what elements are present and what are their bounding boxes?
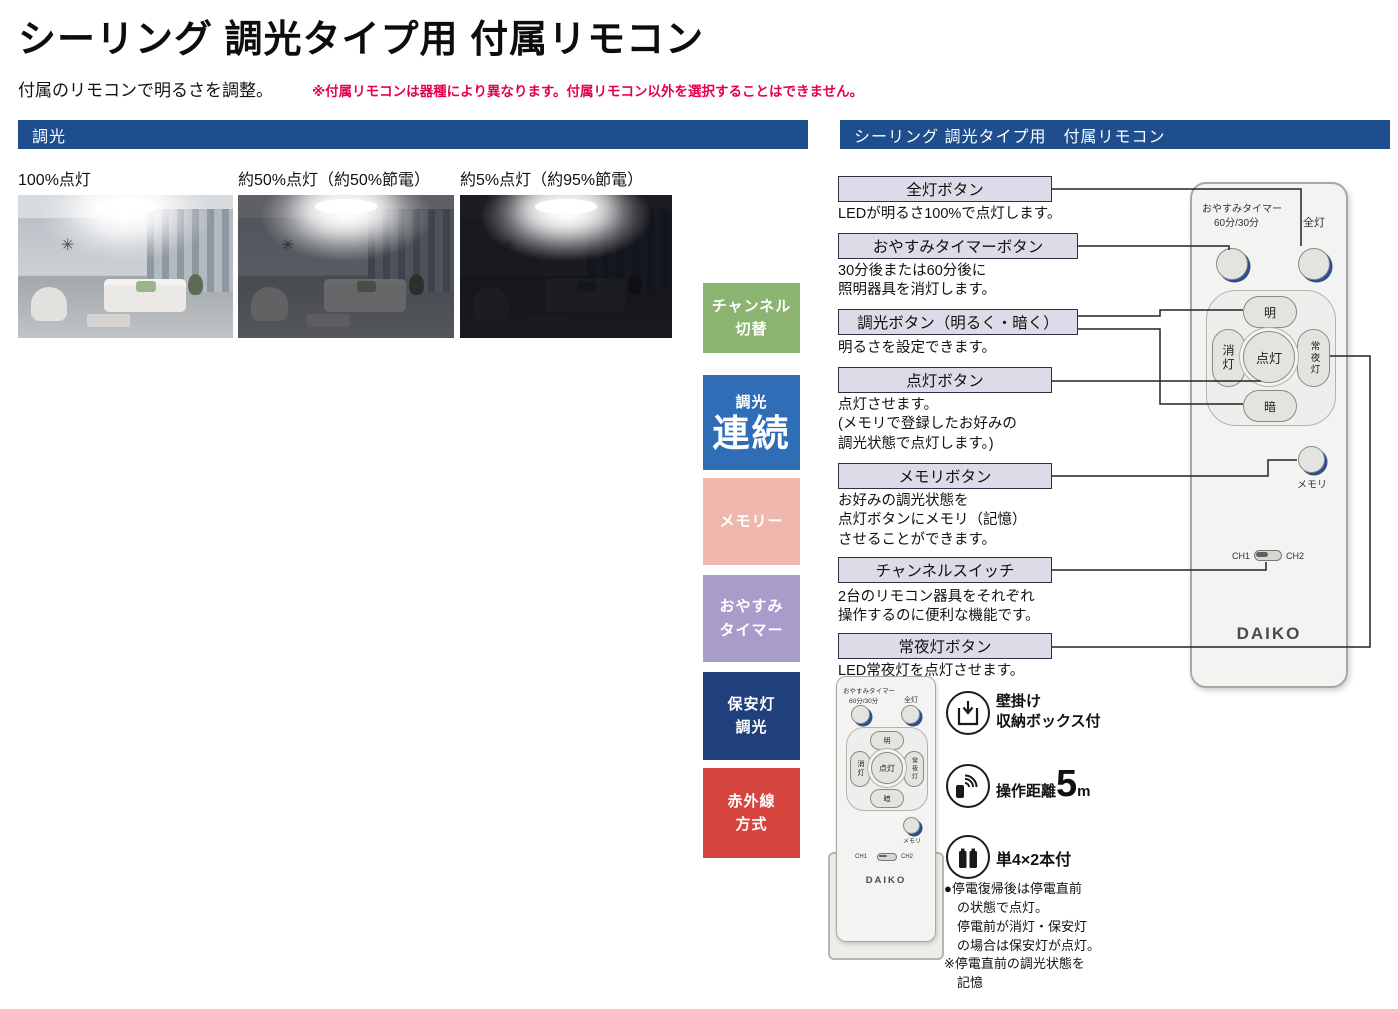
photo-label-50: 約50%点灯（約50%節電） [238, 172, 431, 189]
channel-switch [1254, 550, 1282, 561]
power-failure-note: ●停電復帰後は停電直前 の状態で点灯。 停電前が消灯・保安灯 の場合は保安灯が点… [944, 881, 1101, 991]
brand-logo: DAIKO [865, 875, 907, 886]
feature-desc-memory: お好みの調光状態を 点灯ボタンにメモリ（記憶） させることができます。 [838, 493, 1027, 548]
remote-illustration: おやすみタイマー 60分/30分 全灯 明 消灯 常夜灯 点灯 暗 メモリ CH… [1190, 182, 1348, 688]
battery-icon [946, 835, 990, 879]
bright-button: 明 [1243, 296, 1297, 328]
feature-desc-all-on: LEDが明るさ100%で点灯します。 [838, 206, 1062, 222]
remote-sleep-timer-label: おやすみタイマー [843, 688, 895, 695]
off-button: 消灯 [1212, 329, 1245, 387]
badge-memory: メモリー [703, 478, 800, 565]
signal-range-icon [946, 764, 990, 808]
badge-security-light: 保安灯 調光 [703, 672, 800, 760]
feature-label-all-on: 全灯ボタン [838, 176, 1052, 202]
on-button: 点灯 [1243, 331, 1295, 383]
ceiling-lamp [315, 199, 377, 214]
feature-desc-night-light: LED常夜灯を点灯させます。 [838, 663, 1025, 679]
operating-distance-label: 操作距離 5 m [996, 765, 1091, 803]
badge-line: メモリー [719, 512, 784, 530]
memory-button-label: メモリ [902, 839, 921, 845]
feature-label-sleep-timer: おやすみタイマーボタン [838, 233, 1078, 259]
feature-label-channel: チャンネルスイッチ [838, 557, 1052, 583]
memory-button-label: メモリ [1297, 480, 1327, 491]
channel-switch-knob [879, 855, 888, 857]
feature-desc-on-button: 点灯させます。 (メモリで登録したお好みの 調光状態で点灯します。) [838, 397, 1017, 452]
badge-line: チャンネル [711, 297, 792, 315]
remote-warning-note: ※付属リモコンは器種により異なります。付属リモコン以外を選択することはできません… [312, 84, 864, 99]
badge-infrared: 赤外線 方式 [703, 768, 800, 858]
remote-all-on-label: 全灯 [1303, 217, 1325, 229]
badge-line: 調光 [735, 393, 768, 411]
chair [30, 286, 68, 321]
wall-mount-icon [946, 691, 990, 735]
channel-switch-knob [1256, 552, 1268, 557]
badge-continuous-dimming: 調光 連続 [703, 375, 800, 470]
dark-button: 暗 [1243, 390, 1297, 422]
badge-line: タイマー [719, 621, 784, 639]
badge-line: 保安灯 [727, 695, 776, 713]
brand-logo: DAIKO [1236, 624, 1302, 643]
all-on-button [1298, 248, 1330, 280]
dimming-section-header: 調光 [18, 120, 808, 149]
page-title: シーリング 調光タイプ用 付属リモコン [18, 19, 705, 61]
ch2-label: CH2 [901, 854, 914, 860]
remote-section-header: シーリング 調光タイプ用 付属リモコン [840, 120, 1390, 149]
feature-label-on-button: 点灯ボタン [838, 367, 1052, 393]
badge-channel-switch: チャンネル 切替 [703, 283, 800, 353]
night-light-button: 常夜灯 [1297, 329, 1330, 387]
feature-desc-dimming: 明るさを設定できます。 [838, 340, 997, 356]
sleep-timer-button [851, 705, 870, 724]
bright-button: 明 [870, 731, 904, 750]
distance-prefix: 操作距離 [996, 783, 1057, 800]
remote-section-title: シーリング 調光タイプ用 付属リモコン [854, 128, 1166, 146]
badge-sleep-timer: おやすみ タイマー [703, 575, 800, 662]
distance-value: 5 [1056, 763, 1078, 805]
room-photo-100: ✳ [18, 195, 233, 338]
sleep-timer-button [1216, 248, 1248, 280]
intro-text: 付属のリモコンで明るさを調整。 [18, 81, 273, 100]
feature-label-memory: メモリボタン [838, 463, 1052, 489]
all-on-button [901, 705, 920, 724]
wall-mount-label: 壁掛け 収納ボックス付 [996, 693, 1101, 731]
badge-line: 赤外線 [727, 792, 776, 810]
feature-desc-channel: 2台のリモコン器具をそれぞれ 操作するのに便利な機能です。 [838, 589, 1040, 625]
coffee-table [86, 313, 130, 327]
ceiling-lamp [535, 199, 597, 214]
dimming-section-title: 調光 [32, 128, 67, 146]
channel-switch [877, 853, 897, 861]
ch2-label: CH2 [1286, 551, 1305, 561]
memory-button [1298, 446, 1325, 473]
badge-line: おやすみ [719, 598, 784, 616]
battery-label: 単4×2本付 [996, 852, 1072, 869]
photo-label-5: 約5%点灯（約95%節電） [460, 172, 644, 189]
plant [187, 273, 203, 296]
badge-line: 調光 [735, 719, 768, 736]
ch1-label: CH1 [1231, 551, 1250, 561]
feature-label-dimming: 調光ボタン（明るく・暗く） [838, 309, 1078, 335]
badge-main: 連続 [712, 412, 791, 454]
photo-label-100: 100%点灯 [18, 172, 91, 189]
feature-desc-sleep-timer: 30分後または60分後に 照明器具を消灯します。 [838, 263, 997, 299]
small-remote-illustration: おやすみタイマー 60分/30分 全灯 明 消灯 常夜灯 点灯 暗 メモリ CH… [836, 676, 936, 942]
remote-sleep-timer-label: おやすみタイマー [1202, 204, 1282, 215]
on-button: 点灯 [871, 752, 903, 784]
off-button: 消灯 [850, 751, 870, 787]
ceiling-lamp [94, 199, 157, 214]
memory-button [903, 817, 920, 834]
night-light-button: 常夜灯 [904, 751, 924, 787]
dark-button: 暗 [870, 789, 904, 808]
badge-line: 切替 [735, 321, 768, 338]
ch1-label: CH1 [855, 854, 868, 860]
room-photo-5: ✳ [460, 195, 672, 338]
cushion [136, 280, 156, 293]
badge-line: 方式 [735, 816, 768, 833]
distance-unit: m [1077, 783, 1091, 800]
room-photo-50: ✳ [238, 195, 454, 338]
feature-label-night-light: 常夜灯ボタン [838, 633, 1052, 659]
remote-sleep-duration-label: 60分/30分 [1214, 218, 1260, 229]
remote-sleep-duration-label: 60分/30分 [849, 698, 879, 705]
remote-all-on-label: 全灯 [904, 697, 918, 704]
